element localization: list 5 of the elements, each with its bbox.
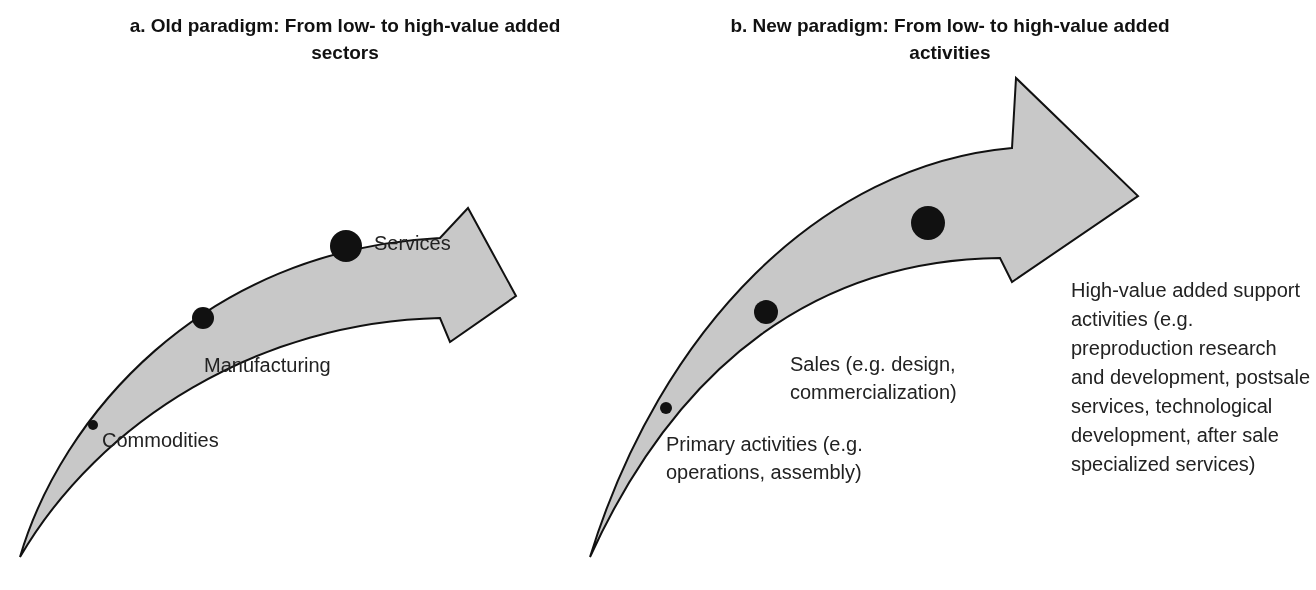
stage-label: High-value added support activities (e.g. preproduction research and development, postsale services, technological development, after sale specialized services) — [1071, 278, 1312, 477]
panel-heading: a. Old paradigm: From low- to high-value added sectors — [128, 14, 562, 65]
panel-heading: b. New paradigm: From low- to high-value added activities — [729, 14, 1171, 65]
stage-label: Primary activities (e.g. operations, assembly) — [666, 432, 864, 485]
stage-label: Sales (e.g. design, commercialization) — [790, 352, 958, 405]
